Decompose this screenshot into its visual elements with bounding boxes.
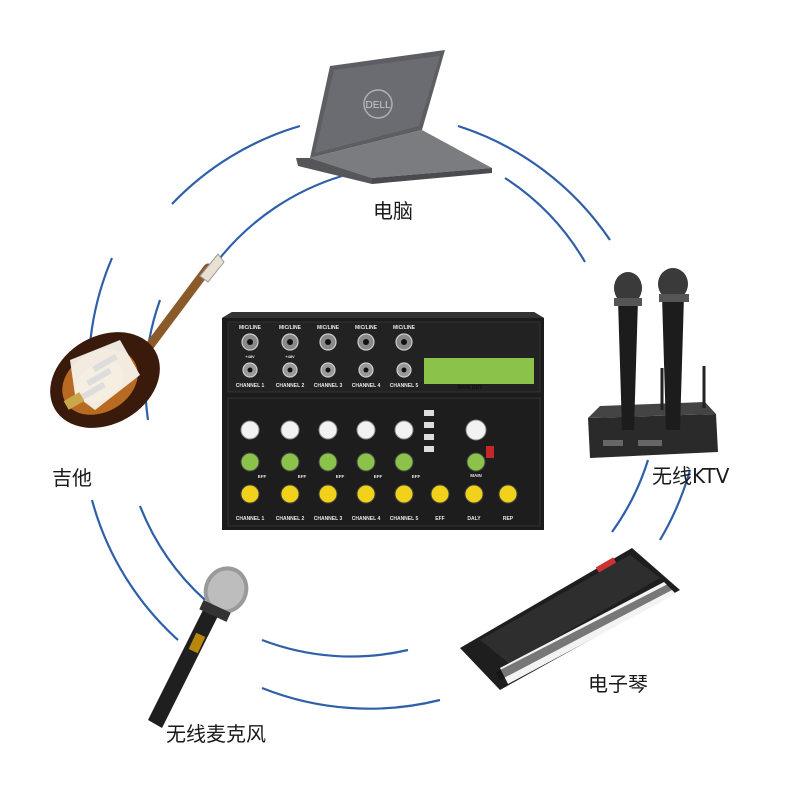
fx-knob[interactable] [464,484,484,504]
ring-arc [138,505,206,601]
ring-arc [219,174,343,259]
level-knob[interactable] [394,484,414,504]
svg-text:DELL: DELL [365,100,390,111]
level-knob[interactable] [356,484,376,504]
channel-label-top: CHANNEL 5 [390,383,419,389]
fx-label: EFF [435,516,444,522]
ring-arc [261,686,441,710]
fx-knob[interactable] [430,484,450,504]
wireless-mic-image [148,566,249,728]
ring-arc [611,459,650,533]
input-label: MIC/LINE [317,325,340,331]
ring-arc [504,177,586,263]
label-wireless-mic: 无线麦克风 [166,722,266,746]
channel-label-top: CHANNEL 4 [352,383,381,389]
eq-knob[interactable] [240,452,260,472]
keyboard-image [460,548,680,690]
channel-label-top: CHANNEL 1 [236,383,265,389]
label-computer: 电脑 [373,199,413,223]
phantom-label: +48V [245,354,255,359]
gain-knob[interactable] [318,420,338,440]
eff-tag: EFF [336,474,345,479]
fx-label: REP [503,516,514,522]
eff-tag: EFF [258,474,267,479]
eq-knob[interactable] [394,452,414,472]
main-out-label: MAIN OUT [458,385,483,391]
eq-knob[interactable] [318,452,338,472]
gain-knob[interactable] [280,420,300,440]
label-keyboard: 电子琴 [588,672,648,696]
main-knob-label: MAIN [470,473,482,478]
eff-tag: EFF [412,474,421,479]
channel-label-bottom: CHANNEL 4 [352,516,381,522]
phantom-label: +48V [285,354,295,359]
gain-knob[interactable] [394,420,414,440]
mixer-console: MIC/LINE +48V CHANNEL 1 MIC/LINE +48V CHANNEL… [222,312,544,530]
level-knob[interactable] [240,484,260,504]
ring-arc [457,124,611,241]
gain-knob[interactable] [240,420,260,440]
guitar-image [50,253,225,428]
level-knob[interactable] [318,484,338,504]
ring-arc [261,638,409,658]
laptop-image: DELL [296,50,492,184]
eq-knob[interactable] [280,452,300,472]
channel-label-bottom: CHANNEL 2 [276,516,305,522]
channel-label-top: CHANNEL 2 [276,383,305,389]
ring-arc [90,499,179,641]
channel-label-top: CHANNEL 3 [314,383,343,389]
label-wireless-ktv: 无线KTV [652,464,730,488]
eff-tag: EFF [374,474,383,479]
input-label: MIC/LINE [239,325,262,331]
input-label: MIC/LINE [355,325,378,331]
fx-label: DALY [467,516,481,522]
label-guitar: 吉他 [52,466,92,490]
ring-arc [171,124,301,205]
switch-group [424,410,494,458]
channel-label-bottom: CHANNEL 5 [390,516,419,522]
channel-label-bottom: CHANNEL 1 [236,516,265,522]
main-eq-knob[interactable] [466,452,486,472]
input-label: MIC/LINE [279,325,302,331]
eff-tag: EFF [298,474,307,479]
channel-label-bottom: CHANNEL 3 [314,516,343,522]
level-knob[interactable] [280,484,300,504]
eq-knob[interactable] [356,452,376,472]
main-knob[interactable] [465,419,487,441]
gain-knob[interactable] [356,420,376,440]
ring-arc [659,469,692,541]
fx-knob[interactable] [498,484,518,504]
wireless-ktv-image [588,268,718,458]
input-label: MIC/LINE [393,325,416,331]
